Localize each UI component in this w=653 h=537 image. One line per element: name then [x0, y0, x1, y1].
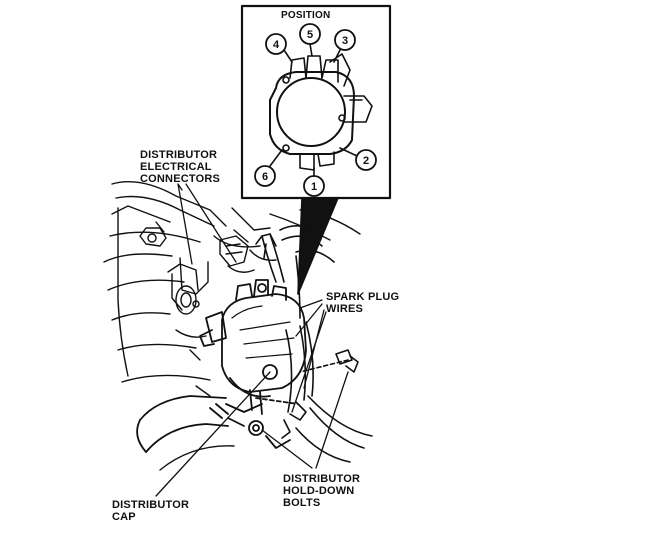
- bolts-label-line-2: HOLD-DOWN: [283, 485, 355, 497]
- svg-text:1: 1: [311, 181, 317, 193]
- spark-plug-label-line-2: WIRES: [326, 303, 364, 315]
- svg-text:4: 4: [273, 39, 280, 51]
- cap-body-circle: [276, 77, 346, 147]
- cylinder-number-4: 4: [265, 33, 287, 55]
- svg-text:2: 2: [363, 155, 369, 167]
- connectors-label-line-2: ELECTRICAL: [140, 161, 212, 173]
- cylinder-number-5: 5: [299, 23, 321, 45]
- cylinder-number-1: 1: [303, 175, 325, 197]
- inset-pointer: [297, 197, 339, 295]
- engine-block: [103, 181, 361, 471]
- svg-text:3: 3: [342, 35, 348, 47]
- cap-label-line-1: DISTRIBUTOR: [112, 499, 190, 511]
- bolts-label-line-3: BOLTS: [283, 497, 321, 509]
- cylinder-number-6: 6: [254, 165, 276, 187]
- connectors-label-line-1: DISTRIBUTOR: [140, 149, 218, 161]
- leader-lines: [155, 183, 349, 497]
- spark-plug-wires: [255, 225, 373, 463]
- svg-text:5: 5: [307, 29, 313, 41]
- spark-plug-label-line-1: SPARK PLUG: [326, 291, 400, 303]
- distributor-body: [199, 279, 307, 449]
- cap-label-line-2: CAP: [112, 511, 136, 523]
- svg-text:6: 6: [262, 171, 268, 183]
- inset-title: POSITION: [281, 10, 331, 21]
- position-inset: 4 5 3 2 1 6: [240, 4, 392, 200]
- cylinder-number-2: 2: [355, 149, 377, 171]
- cylinder-number-3: 3: [334, 29, 356, 51]
- bolts-label-line-1: DISTRIBUTOR: [283, 473, 361, 485]
- connectors-label-line-3: CONNECTORS: [140, 173, 221, 185]
